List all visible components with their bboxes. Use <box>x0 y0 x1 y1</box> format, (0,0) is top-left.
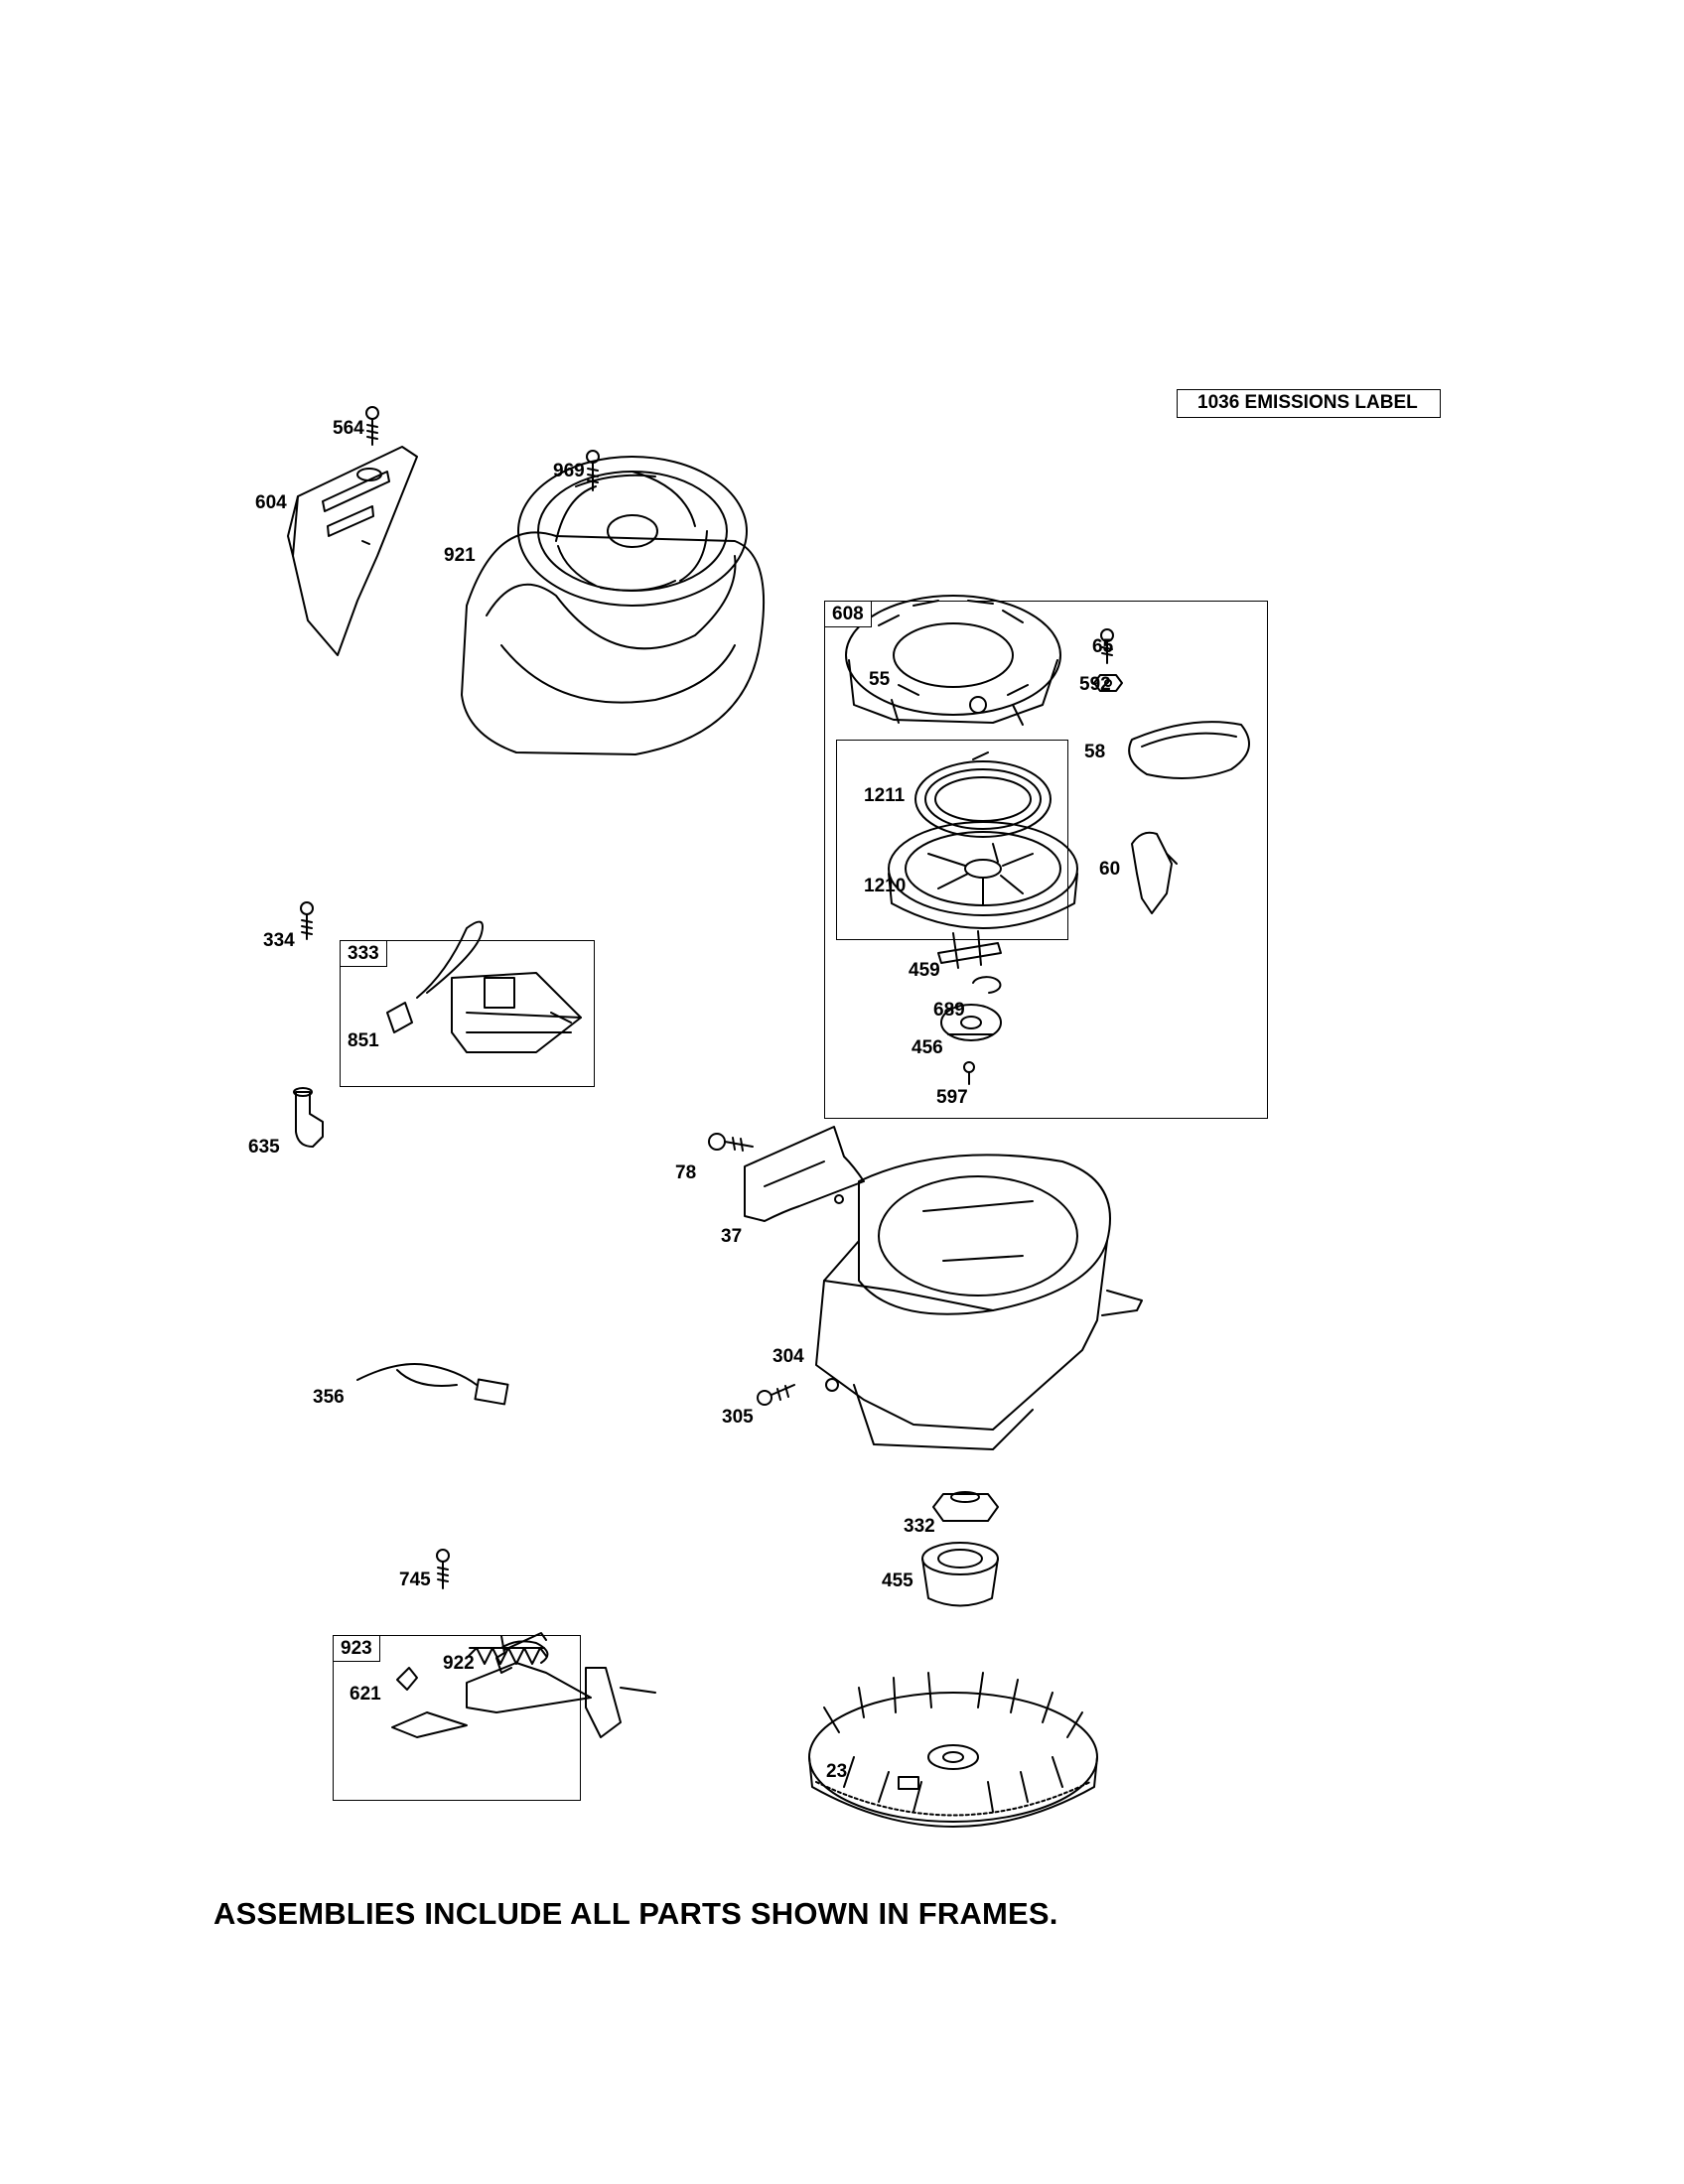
inner-frame-pulley <box>836 740 1068 940</box>
screw-745 <box>437 1550 449 1588</box>
frame-333 <box>340 940 595 1087</box>
air-guide-37 <box>745 1127 864 1221</box>
screw-969 <box>587 451 599 490</box>
blower-cover-921 <box>462 457 764 754</box>
ground-wire-356 <box>357 1364 508 1404</box>
part-label-455: 455 <box>882 1570 913 1591</box>
screw-564 <box>366 407 378 445</box>
part-label-689: 689 <box>933 1000 965 1021</box>
part-label-969: 969 <box>553 461 585 481</box>
emissions-label-box: 1036 EMISSIONS LABEL <box>1177 389 1441 418</box>
assemblies-note: ASSEMBLIES INCLUDE ALL PARTS SHOWN IN FR… <box>213 1896 1058 1931</box>
armature-333-drawing <box>387 922 581 1052</box>
shield-604 <box>288 447 417 655</box>
screw-305 <box>758 1385 794 1405</box>
part-label-1210: 1210 <box>864 876 907 896</box>
part-label-60: 60 <box>1099 859 1121 880</box>
part-label-604: 604 <box>255 492 287 513</box>
part-label-592: 592 <box>1079 674 1111 695</box>
part-label-851: 851 <box>348 1030 379 1051</box>
frame-tag-923: 923 <box>333 1635 380 1662</box>
part-label-37: 37 <box>721 1226 743 1247</box>
part-label-356: 356 <box>313 1387 345 1408</box>
part-label-597: 597 <box>936 1087 968 1108</box>
governor-923-drawing <box>392 1633 655 1737</box>
flywheel-nut-332 <box>933 1492 998 1521</box>
part-label-334: 334 <box>263 930 295 951</box>
part-label-23: 23 <box>826 1761 848 1782</box>
frame-tag-333: 333 <box>340 940 387 967</box>
starter-cup-455 <box>922 1543 998 1606</box>
part-label-58: 58 <box>1084 742 1106 762</box>
screw-334 <box>301 902 313 939</box>
part-label-921: 921 <box>444 545 476 566</box>
screw-78 <box>709 1134 753 1151</box>
part-label-78: 78 <box>675 1162 697 1183</box>
part-label-564: 564 <box>333 418 364 439</box>
part-label-459: 459 <box>909 960 940 981</box>
part-label-922: 922 <box>443 1653 475 1674</box>
frame-tag-608: 608 <box>824 601 872 627</box>
frame-923 <box>333 1635 581 1801</box>
part-label-635: 635 <box>248 1137 280 1158</box>
part-label-304: 304 <box>772 1346 804 1367</box>
part-label-745: 745 <box>399 1570 431 1590</box>
blower-housing-304 <box>816 1155 1142 1449</box>
part-label-456: 456 <box>912 1037 943 1058</box>
frame-608 <box>824 601 1268 1119</box>
flywheel-23 <box>809 1673 1097 1827</box>
part-label-332: 332 <box>904 1516 935 1537</box>
part-label-305: 305 <box>722 1407 754 1428</box>
terminal-635 <box>294 1088 323 1147</box>
part-label-621: 621 <box>350 1684 381 1705</box>
starter-assembly-drawings <box>846 596 1249 1084</box>
part-label-1211: 1211 <box>864 785 906 806</box>
part-label-55: 55 <box>869 669 891 690</box>
governor-spring-922 <box>469 1648 546 1664</box>
part-label-65: 65 <box>1092 636 1114 657</box>
